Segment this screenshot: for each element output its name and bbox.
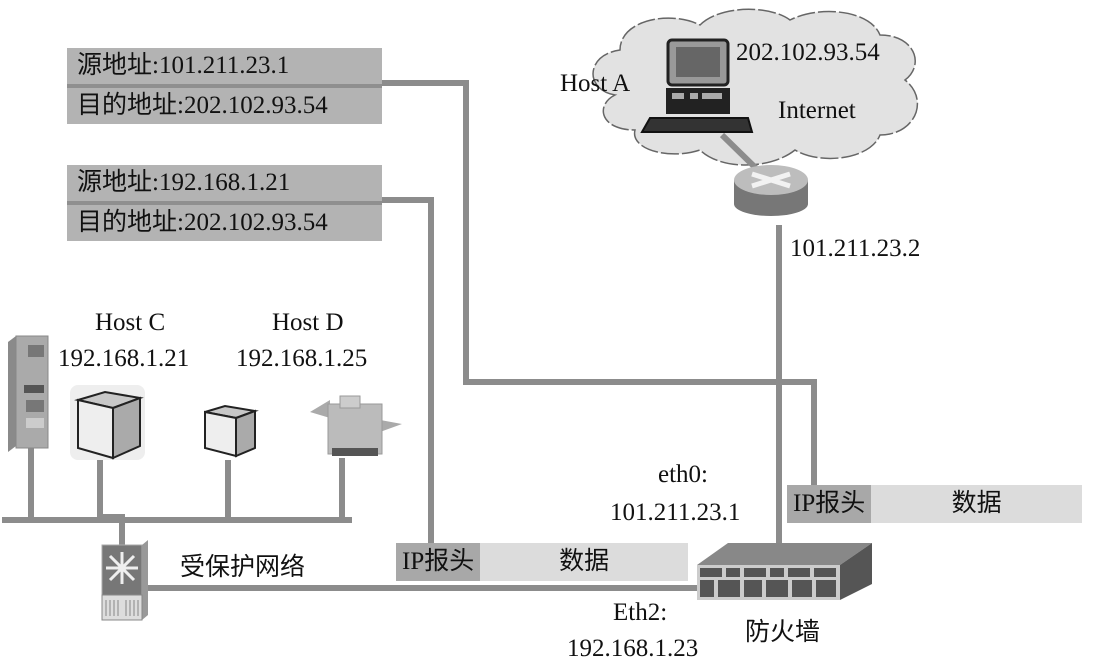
lan-switch-icon	[101, 540, 148, 621]
packet-header: IP报头	[787, 485, 872, 523]
server-tower-icon	[8, 335, 49, 452]
protected-network-label: 受保护网络	[180, 554, 306, 581]
source-address-label: 源地址:192.168.1.21	[77, 169, 291, 196]
internet-label: Internet	[778, 97, 856, 124]
host-c-ip: 192.168.1.21	[58, 345, 190, 372]
firewall-label: 防火墙	[745, 619, 821, 646]
packet-address-box-private: 源地址:192.168.1.21 目的地址:202.102.93.54	[67, 165, 382, 241]
address-divider	[67, 84, 382, 88]
router-icon	[734, 165, 808, 216]
eth2-label: Eth2:	[613, 599, 668, 626]
packet-header: IP报头	[396, 543, 481, 581]
printer-icon	[310, 395, 402, 456]
eth0-label: eth0:	[658, 461, 708, 488]
packet-outer: IP报头 数据	[787, 485, 1082, 523]
host-d-icon	[204, 404, 259, 458]
packet-address-box-public: 源地址:101.211.23.1 目的地址:202.102.93.54	[67, 48, 382, 124]
eth2-ip: 192.168.1.23	[567, 635, 699, 662]
host-c-name: Host C	[95, 309, 166, 336]
packet-payload: 数据	[480, 543, 688, 581]
host-a-label: Host A	[560, 70, 631, 97]
switch-uplink	[100, 514, 125, 545]
packet-payload: 数据	[871, 485, 1082, 523]
destination-address-label: 目的地址:202.102.93.54	[77, 209, 328, 236]
host-a-computer-icon	[640, 38, 754, 133]
host-a-ip: 202.102.93.54	[736, 39, 880, 66]
router-ip: 101.211.23.2	[790, 235, 921, 262]
trace-line-public	[382, 80, 817, 487]
source-address-label: 源地址:101.211.23.1	[77, 52, 290, 79]
packet-inner: IP报头 数据	[396, 543, 688, 581]
internet-cloud	[592, 8, 919, 166]
host-c-icon	[70, 385, 145, 460]
trace-line-private	[382, 197, 434, 543]
eth0-ip: 101.211.23.1	[610, 499, 741, 526]
host-d-ip: 192.168.1.25	[236, 345, 368, 372]
host-d-name: Host D	[272, 309, 344, 336]
firewall-icon	[697, 543, 872, 600]
address-divider	[67, 201, 382, 205]
destination-address-label: 目的地址:202.102.93.54	[77, 92, 328, 119]
